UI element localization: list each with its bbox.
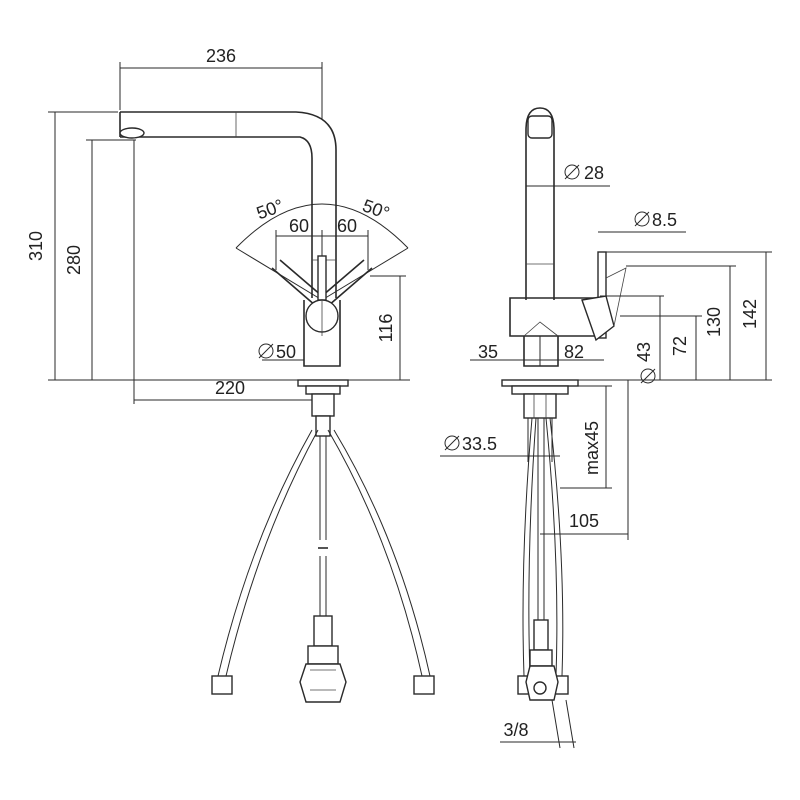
dim-142: 142 [740, 299, 760, 329]
dim-offset-right: 60 [337, 216, 357, 236]
dim-spout-28: 28 [584, 163, 604, 183]
dim-105: 105 [569, 511, 599, 531]
dim-thread-3-8: 3/8 [503, 720, 528, 740]
dim-35: 35 [478, 342, 498, 362]
dim-72: 72 [670, 336, 690, 356]
dim-base-43: 43 [634, 342, 654, 362]
dim-body-50: 50 [276, 342, 296, 362]
dim-width-236: 236 [206, 46, 236, 66]
dim-130: 130 [704, 307, 724, 337]
dim-angle-right: 50° [360, 195, 392, 223]
dim-lever-8-5: 8.5 [652, 210, 677, 230]
dim-angle-left: 50° [254, 195, 286, 223]
dim-reach-220: 220 [215, 378, 245, 398]
dim-offset-left: 60 [289, 216, 309, 236]
dim-lever-116: 116 [376, 314, 396, 343]
dim-height-280: 280 [64, 245, 84, 275]
dim-height-310: 310 [26, 231, 46, 261]
dim-max45: max45 [582, 421, 602, 475]
side-view: 28 8.5 43 72 130 142 35 82 [440, 107, 772, 749]
dim-shank-33-5: 33.5 [462, 434, 497, 454]
dim-82: 82 [564, 342, 584, 362]
front-view: 236 310 280 220 50° 50° 60 60 [26, 46, 435, 703]
